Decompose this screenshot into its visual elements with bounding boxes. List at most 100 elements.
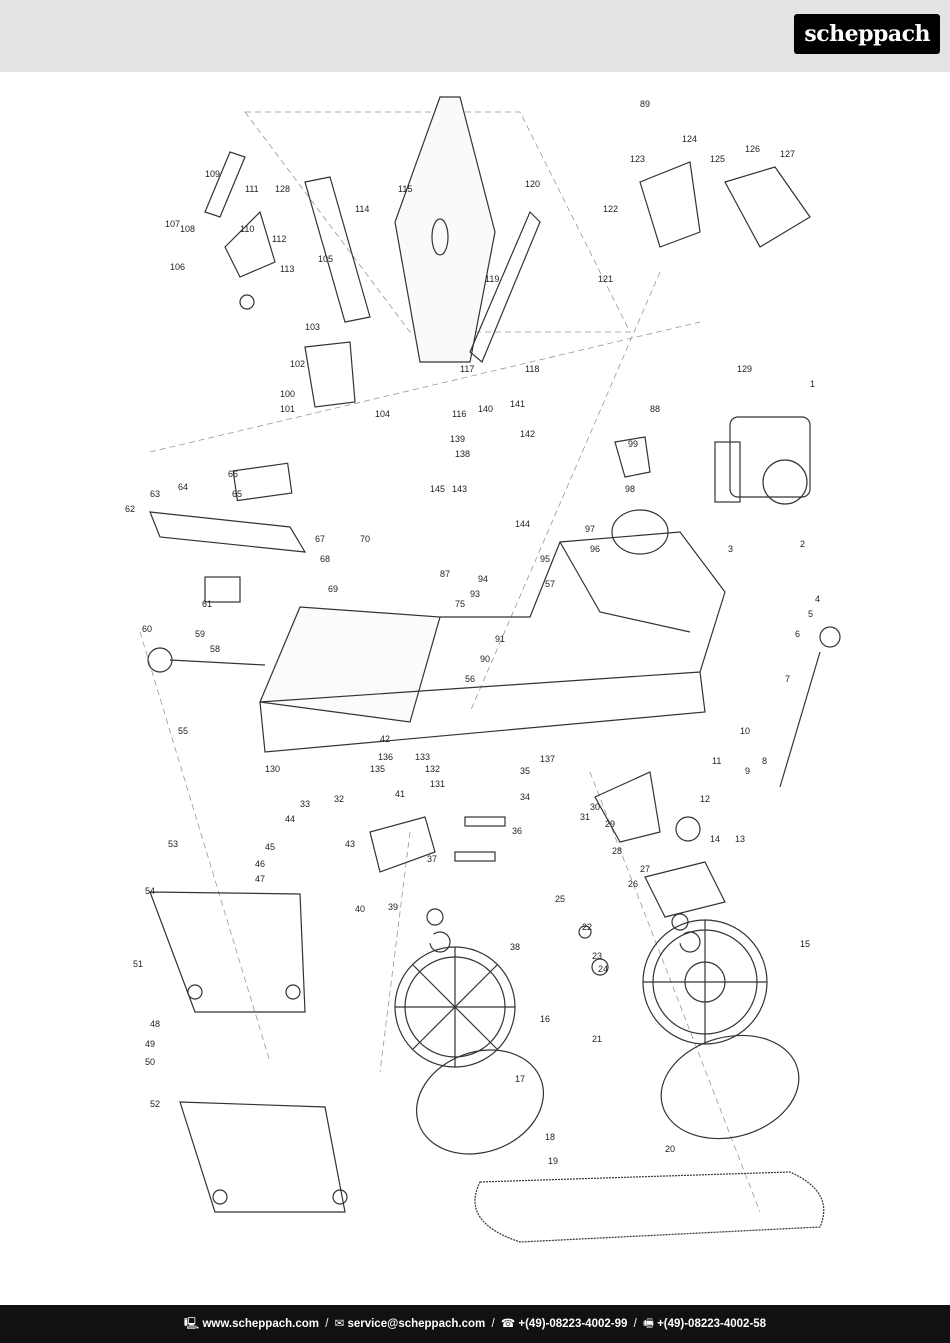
part-label: 116 xyxy=(452,409,466,419)
part-label: 19 xyxy=(548,1156,558,1166)
upper-wheel xyxy=(394,946,516,1068)
part-label: 48 xyxy=(150,1019,160,1029)
part-label: 31 xyxy=(580,812,590,822)
part-label: 96 xyxy=(590,544,600,554)
part-label: 101 xyxy=(280,404,295,414)
part-label: 4 xyxy=(815,594,820,604)
separator: / xyxy=(491,1318,495,1330)
header-band: scheppach xyxy=(0,0,950,72)
part-label: 66 xyxy=(228,469,238,479)
part-label: 137 xyxy=(540,754,555,764)
part-label: 126 xyxy=(745,144,760,154)
part-label: 99 xyxy=(628,439,638,449)
part-label: 57 xyxy=(545,579,555,589)
fence-bar xyxy=(304,176,371,323)
part-label: 56 xyxy=(465,674,475,684)
part-label: 102 xyxy=(290,359,305,369)
part-label: 141 xyxy=(510,399,525,409)
part-label: 122 xyxy=(603,204,618,214)
small-plate xyxy=(204,576,241,603)
part-label: 52 xyxy=(150,1099,160,1109)
v-belt xyxy=(644,861,726,918)
part-label: 27 xyxy=(640,864,650,874)
lower-door xyxy=(179,1101,346,1213)
computer-icon: 🖳 xyxy=(183,1318,200,1330)
part-label: 100 xyxy=(280,389,295,399)
phone-number: +(49)-08223-4002-99 xyxy=(518,1318,628,1330)
part-label: 32 xyxy=(334,794,344,804)
part-label: 111 xyxy=(245,184,259,194)
upper-tyre xyxy=(415,1049,545,1155)
part-label: 15 xyxy=(800,939,810,949)
part-label: 113 xyxy=(280,264,294,274)
part-label: 115 xyxy=(398,184,412,194)
part-label: 108 xyxy=(180,224,195,234)
part-label: 17 xyxy=(515,1074,525,1084)
part-label: 75 xyxy=(455,599,465,609)
part-label: 24 xyxy=(598,964,608,974)
part-label: 13 xyxy=(735,834,745,844)
part-label: 120 xyxy=(525,179,540,189)
part-label: 42 xyxy=(380,734,390,744)
part-label: 59 xyxy=(195,629,205,639)
part-label: 1 xyxy=(810,379,815,389)
exploded-parts-diagram: 1 2 3 4 5 6 7 8 9 10 11 12 13 14 15 16 1… xyxy=(125,96,841,1243)
part-label: 16 xyxy=(540,1014,550,1024)
scheppach-logo: scheppach xyxy=(794,14,940,54)
part-label: 26 xyxy=(628,879,638,889)
part-label: 61 xyxy=(202,599,212,609)
part-label: 63 xyxy=(150,489,160,499)
part-label: 127 xyxy=(780,149,795,159)
part-label: 132 xyxy=(425,764,440,774)
part-label: 10 xyxy=(740,726,750,736)
phone-icon: ☎ xyxy=(500,1318,516,1330)
part-label: 90 xyxy=(480,654,490,664)
part-label: 133 xyxy=(415,752,430,762)
part-label: 23 xyxy=(592,951,602,961)
part-label: 136 xyxy=(378,752,393,762)
part-label: 88 xyxy=(650,404,660,414)
part-label: 87 xyxy=(440,569,450,579)
part-label: 53 xyxy=(168,839,178,849)
part-label: 130 xyxy=(265,764,280,774)
part-label: 64 xyxy=(178,482,188,492)
part-label: 103 xyxy=(305,322,320,332)
part-label: 12 xyxy=(700,794,710,804)
dust-elbow xyxy=(614,436,651,478)
part-label: 2 xyxy=(800,539,805,549)
part-label: 128 xyxy=(275,184,290,194)
part-label: 125 xyxy=(710,154,725,164)
part-label: 45 xyxy=(265,842,275,852)
part-label: 22 xyxy=(582,922,592,932)
part-label: 143 xyxy=(452,484,467,494)
part-label: 94 xyxy=(478,574,488,584)
mail-icon: ✉ xyxy=(334,1318,345,1330)
part-label: 39 xyxy=(388,902,398,912)
part-label: 29 xyxy=(605,819,615,829)
part-label: 114 xyxy=(355,204,369,214)
part-label: 69 xyxy=(328,584,338,594)
tension-knob xyxy=(819,626,841,648)
part-label: 46 xyxy=(255,859,265,869)
part-label: 55 xyxy=(178,726,188,736)
email-link[interactable]: service@scheppach.com xyxy=(347,1318,486,1330)
part-label: 21 xyxy=(592,1034,602,1044)
part-labels: 1 2 3 4 5 6 7 8 9 10 11 12 13 14 15 16 1… xyxy=(125,99,820,1166)
part-label: 36 xyxy=(512,826,522,836)
fax-icon: 🖷 xyxy=(643,1318,654,1330)
part-label: 119 xyxy=(485,274,499,284)
part-label: 7 xyxy=(785,674,790,684)
footer-contact-bar: 🖳 www.scheppach.com / ✉ service@scheppac… xyxy=(0,1305,950,1343)
part-label: 30 xyxy=(590,802,600,812)
dust-port xyxy=(611,509,669,555)
blade-guide-block xyxy=(369,816,436,873)
separator: / xyxy=(325,1318,329,1330)
part-label: 110 xyxy=(240,224,254,234)
part-label: 97 xyxy=(585,524,595,534)
part-label: 5 xyxy=(808,609,813,619)
website-link[interactable]: www.scheppach.com xyxy=(202,1318,319,1330)
part-label: 58 xyxy=(210,644,220,654)
part-label: 95 xyxy=(540,554,550,564)
part-label: 140 xyxy=(478,404,493,414)
part-label: 135 xyxy=(370,764,385,774)
